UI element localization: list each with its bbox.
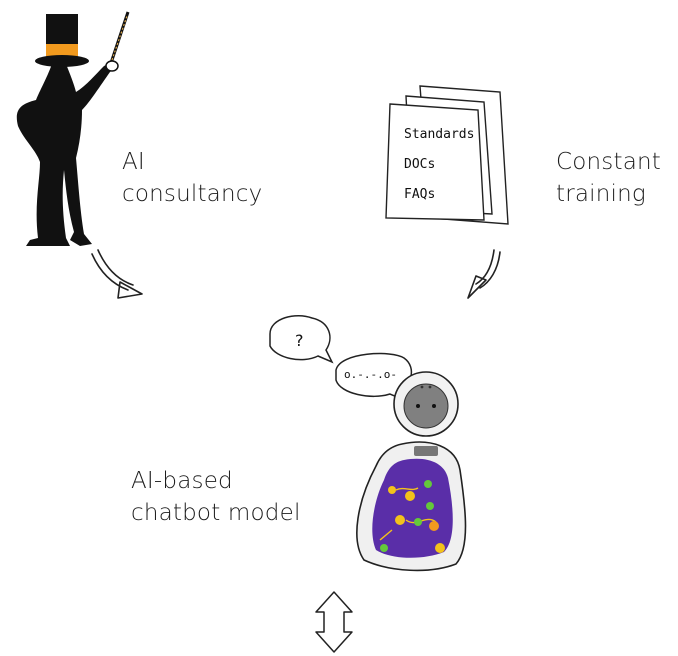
chatbot-model-line-1: AI-based [131, 468, 233, 494]
chatbot-model-line-2: chatbot model [131, 500, 301, 526]
magician-figure-icon [16, 11, 130, 246]
curved-arrow-icon [467, 249, 501, 299]
ai-consultancy-label: AI consultancy [122, 146, 262, 210]
doc-line-faqs: FAQs [404, 187, 435, 202]
chatbot-model-label: AI-based chatbot model [131, 465, 301, 529]
answer-bubble-text: o.-.-.o- [344, 368, 397, 381]
ai-consultancy-line-2: consultancy [122, 181, 263, 207]
constant-training-label: Constant training [556, 146, 661, 210]
question-bubble-text: ? [295, 331, 304, 350]
doc-line-docs: DOCs [404, 157, 435, 172]
documents-icon [385, 85, 509, 225]
robot-icon [356, 371, 467, 572]
speech-bubble-icon [269, 314, 334, 364]
constant-training-line-2: training [556, 181, 646, 207]
doc-line-standards: Standards [404, 127, 474, 142]
ai-consultancy-line-1: AI [122, 149, 145, 175]
bidirectional-arrow-icon [315, 591, 353, 653]
curved-arrow-icon [91, 249, 143, 299]
constant-training-line-1: Constant [556, 149, 661, 175]
